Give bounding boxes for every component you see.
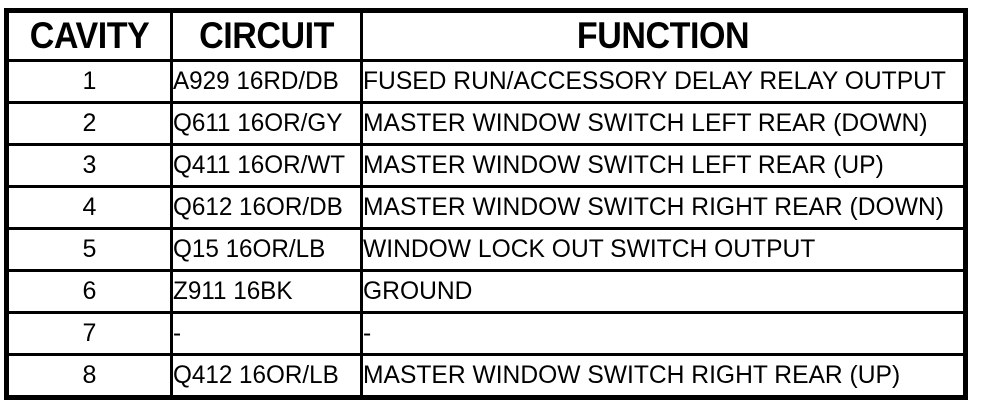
column-header-function-label: FUNCTION [576, 15, 750, 56]
table-row: 8 Q412 16OR/LB MASTER WINDOW SWITCH RIGH… [6, 354, 966, 398]
table-body: 1 A929 16RD/DB FUSED RUN/ACCESSORY DELAY… [6, 60, 966, 398]
cell-cavity: 7 [6, 312, 173, 356]
cell-circuit: A929 16RD/DB [171, 60, 363, 104]
cell-function: MASTER WINDOW SWITCH RIGHT REAR (DOWN) [361, 186, 966, 230]
table-header-row: CAVITY CIRCUIT FUNCTION [6, 10, 966, 62]
column-header-circuit-label: CIRCUIT [199, 15, 334, 56]
cell-circuit: Z911 16BK [171, 270, 363, 314]
cell-circuit-text: A929 16RD/DB [173, 67, 339, 95]
cell-function: WINDOW LOCK OUT SWITCH OUTPUT [361, 228, 966, 272]
cell-cavity: 3 [6, 144, 173, 188]
cell-function-text: FUSED RUN/ACCESSORY DELAY RELAY OUTPUT [363, 67, 946, 95]
cell-cavity: 4 [6, 186, 173, 230]
cell-function: FUSED RUN/ACCESSORY DELAY RELAY OUTPUT [361, 60, 966, 104]
column-header-cavity-label: CAVITY [29, 15, 150, 56]
cell-circuit-text: Q611 16OR/GY [173, 109, 343, 137]
cell-cavity: 8 [6, 354, 173, 398]
table-row: 4 Q612 16OR/DB MASTER WINDOW SWITCH RIGH… [6, 186, 966, 230]
cell-cavity: 2 [6, 102, 173, 146]
cell-function-text: GROUND [363, 277, 473, 305]
cell-circuit-text: Q411 16OR/WT [173, 151, 346, 179]
column-header-cavity: CAVITY [6, 10, 173, 62]
cell-circuit-text: Q612 16OR/DB [173, 193, 343, 221]
cell-function: MASTER WINDOW SWITCH RIGHT REAR (UP) [361, 354, 966, 398]
table-row: 1 A929 16RD/DB FUSED RUN/ACCESSORY DELAY… [6, 60, 966, 104]
cell-circuit: Q612 16OR/DB [171, 186, 363, 230]
cell-cavity: 1 [6, 60, 173, 104]
cell-function: MASTER WINDOW SWITCH LEFT REAR (DOWN) [361, 102, 966, 146]
cell-circuit: Q15 16OR/LB [171, 228, 363, 272]
column-header-function: FUNCTION [361, 10, 966, 62]
cell-cavity: 6 [6, 270, 173, 314]
cell-circuit: Q411 16OR/WT [171, 144, 363, 188]
cell-circuit: Q611 16OR/GY [171, 102, 363, 146]
connector-pinout-table: CAVITY CIRCUIT FUNCTION 1 A929 16RD/DB F… [4, 8, 968, 400]
cell-function: - [361, 312, 966, 356]
cell-function-text: MASTER WINDOW SWITCH LEFT REAR (UP) [363, 151, 884, 179]
cell-function-text: - [363, 319, 372, 347]
table-row: 2 Q611 16OR/GY MASTER WINDOW SWITCH LEFT… [6, 102, 966, 146]
cell-function: GROUND [361, 270, 966, 314]
cell-cavity: 5 [6, 228, 173, 272]
cell-function-text: MASTER WINDOW SWITCH RIGHT REAR (DOWN) [363, 193, 944, 221]
table-row: 7 - - [6, 312, 966, 356]
cell-circuit-text: Q412 16OR/LB [173, 361, 339, 389]
cell-circuit-text: Q15 16OR/LB [173, 235, 326, 263]
table-row: 5 Q15 16OR/LB WINDOW LOCK OUT SWITCH OUT… [6, 228, 966, 272]
cell-function: MASTER WINDOW SWITCH LEFT REAR (UP) [361, 144, 966, 188]
cell-function-text: MASTER WINDOW SWITCH RIGHT REAR (UP) [363, 361, 901, 389]
column-header-circuit: CIRCUIT [171, 10, 363, 62]
cell-function-text: MASTER WINDOW SWITCH LEFT REAR (DOWN) [363, 109, 928, 137]
table-row: 3 Q411 16OR/WT MASTER WINDOW SWITCH LEFT… [6, 144, 966, 188]
cell-circuit: - [171, 312, 363, 356]
cell-circuit: Q412 16OR/LB [171, 354, 363, 398]
table-row: 6 Z911 16BK GROUND [6, 270, 966, 314]
cell-circuit-text: - [173, 319, 182, 347]
cell-circuit-text: Z911 16BK [173, 277, 293, 305]
cell-function-text: WINDOW LOCK OUT SWITCH OUTPUT [363, 235, 816, 263]
